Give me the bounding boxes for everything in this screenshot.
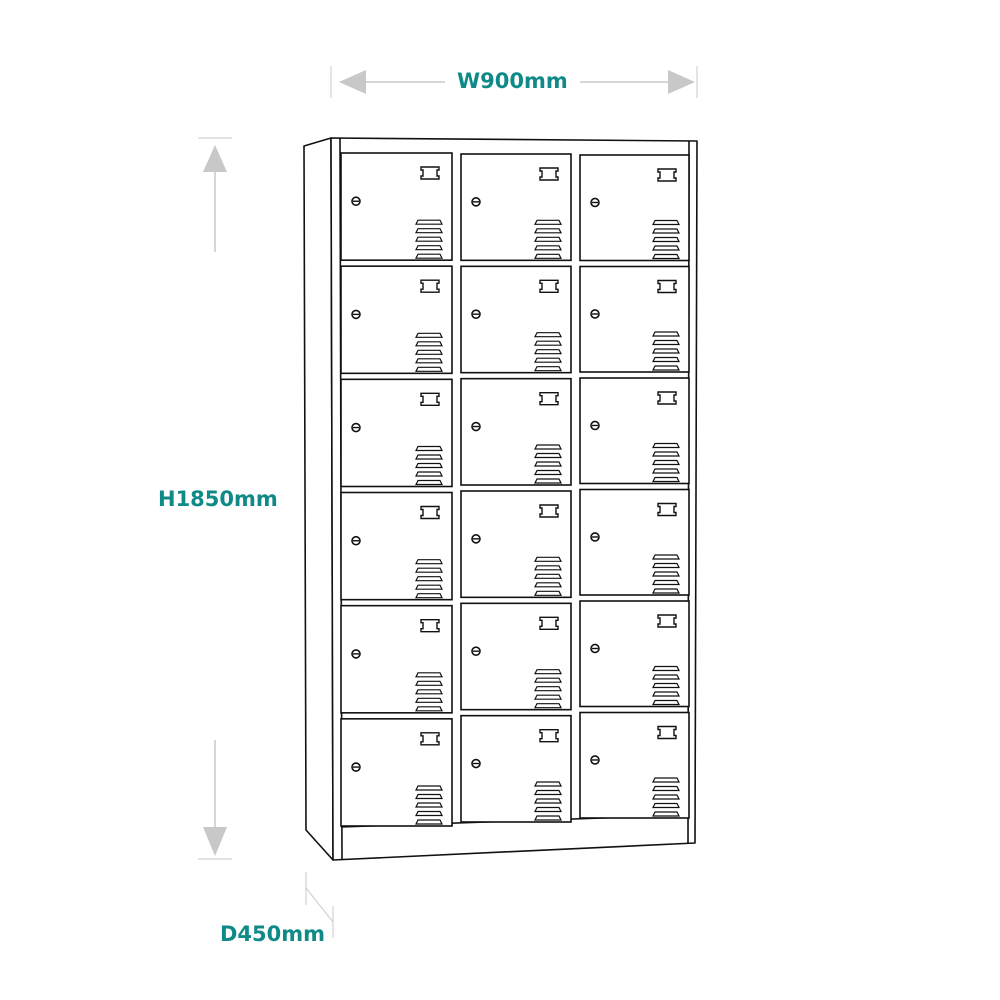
arrow-right-icon: [668, 70, 695, 94]
lock-icon: [471, 758, 481, 769]
depth-label: D450mm: [220, 922, 326, 946]
handle-icon[interactable]: [657, 168, 677, 182]
locker-door[interactable]: [460, 602, 572, 711]
lock-icon: [351, 762, 361, 772]
lock-icon: [351, 196, 361, 207]
handle-icon[interactable]: [539, 728, 559, 743]
handle-icon[interactable]: [657, 279, 677, 294]
lock-icon: [471, 646, 481, 656]
locker-door[interactable]: [340, 378, 453, 488]
vent-icon: [534, 332, 562, 372]
vent-icon: [415, 332, 443, 372]
depth-line: [305, 887, 334, 923]
dimension-lines: [198, 66, 698, 938]
locker-door[interactable]: [460, 153, 572, 262]
handle-icon[interactable]: [657, 502, 677, 517]
lock-icon: [590, 197, 600, 208]
locker-door[interactable]: [460, 377, 572, 486]
locker-doors: [340, 152, 690, 827]
handle-icon[interactable]: [420, 732, 440, 746]
vent-icon: [534, 669, 562, 709]
locker-door[interactable]: [579, 265, 690, 373]
vent-icon: [534, 219, 562, 259]
lock-icon: [590, 643, 600, 654]
locker-door[interactable]: [460, 490, 572, 599]
locker-door[interactable]: [460, 714, 572, 823]
handle-icon[interactable]: [657, 725, 677, 740]
vent-icon: [415, 559, 443, 599]
lock-icon: [351, 422, 361, 433]
lock-icon: [590, 532, 600, 542]
handle-icon[interactable]: [539, 616, 559, 631]
vent-icon: [415, 445, 443, 486]
lock-icon: [351, 649, 361, 659]
door-panel[interactable]: [460, 602, 572, 711]
lock-icon: [471, 421, 481, 432]
locker-door[interactable]: [340, 604, 453, 714]
lock-icon: [590, 420, 600, 431]
arrow-down-icon: [203, 827, 227, 856]
handle-icon[interactable]: [539, 279, 559, 294]
vent-icon: [415, 672, 443, 712]
lock-icon: [351, 309, 361, 320]
locker-door[interactable]: [340, 491, 453, 601]
handle-icon[interactable]: [657, 614, 677, 628]
locker-door[interactable]: [460, 265, 572, 374]
locker-door[interactable]: [340, 152, 453, 261]
vent-icon: [652, 777, 680, 817]
handle-icon[interactable]: [657, 391, 677, 405]
locker-door[interactable]: [579, 600, 690, 708]
handle-icon[interactable]: [539, 391, 559, 406]
vent-icon: [652, 554, 680, 594]
handle-icon[interactable]: [420, 505, 440, 520]
lock-icon: [471, 534, 481, 544]
locker-door[interactable]: [579, 711, 690, 819]
lock-icon: [471, 309, 481, 319]
locker-door[interactable]: [340, 265, 453, 375]
locker-door[interactable]: [579, 154, 690, 262]
vent-icon: [652, 442, 680, 483]
lock-icon: [351, 535, 361, 546]
handle-icon[interactable]: [420, 618, 440, 633]
arrow-up-icon: [203, 145, 227, 172]
vent-icon: [534, 781, 562, 821]
side-panel: [303, 137, 334, 861]
lock-icon: [471, 197, 481, 207]
vent-icon: [534, 556, 562, 596]
vent-icon: [534, 444, 562, 484]
handle-icon[interactable]: [420, 279, 440, 293]
handle-icon[interactable]: [539, 167, 559, 181]
locker-door[interactable]: [579, 488, 690, 596]
locker-door[interactable]: [340, 718, 453, 827]
height-label: H1850mm: [158, 487, 278, 511]
vent-icon: [652, 219, 680, 260]
locker-door[interactable]: [579, 377, 690, 485]
handle-icon[interactable]: [539, 504, 559, 518]
arrow-left-icon: [339, 70, 366, 94]
vent-icon: [415, 785, 443, 825]
lock-icon: [590, 309, 600, 319]
vent-icon: [652, 331, 680, 371]
lock-icon: [590, 755, 600, 765]
vent-icon: [415, 219, 443, 259]
vent-icon: [652, 665, 680, 706]
handle-icon[interactable]: [420, 392, 440, 407]
width-label: W900mm: [457, 69, 568, 93]
handle-icon[interactable]: [420, 166, 440, 180]
